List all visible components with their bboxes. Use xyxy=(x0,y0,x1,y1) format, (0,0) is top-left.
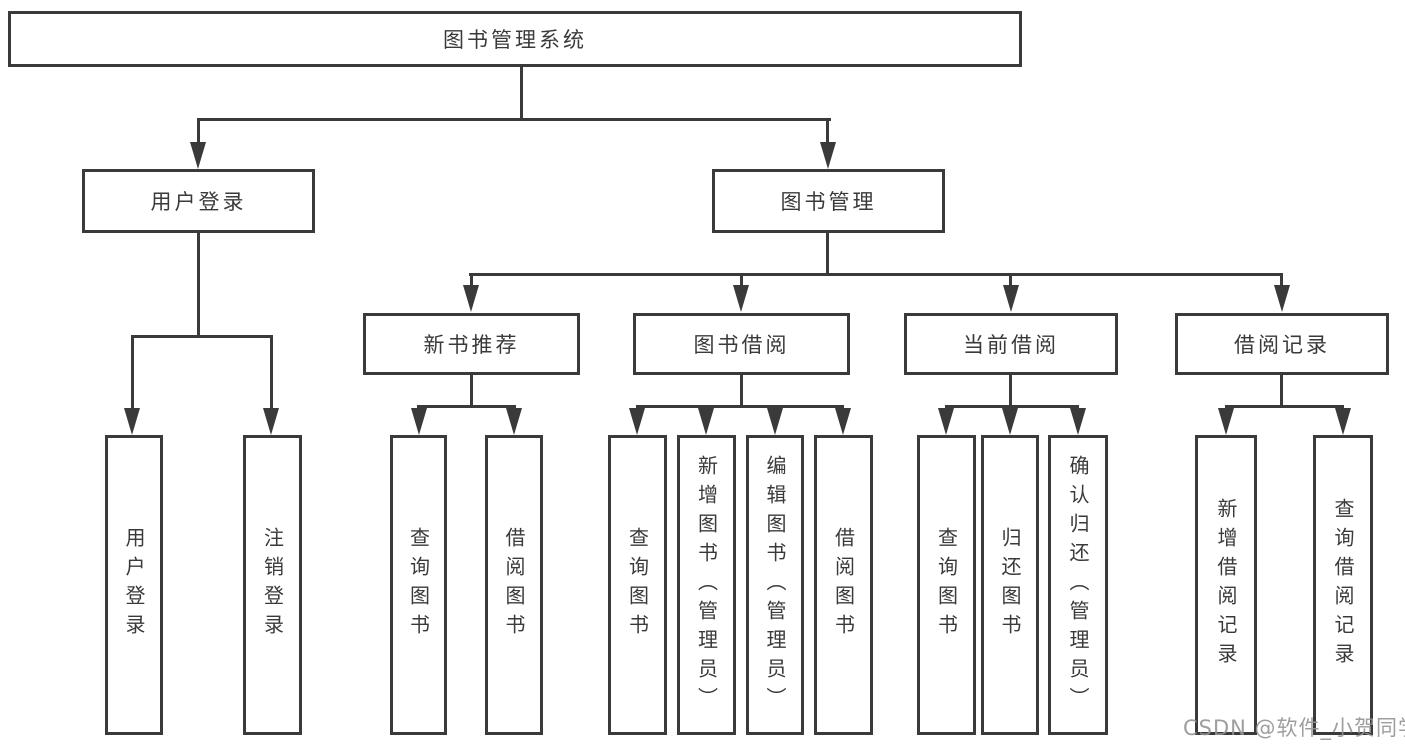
node-user-login-label: 用户登录 xyxy=(150,190,247,214)
leaf-user-login: 用户登录 xyxy=(105,435,163,735)
node-root: 图书管理系统 xyxy=(8,11,1022,67)
watermark: CSDN @软件_小贺同学 xyxy=(1183,716,1405,740)
connector xyxy=(469,273,1283,276)
arrowhead-icon xyxy=(767,408,783,435)
arrowhead-icon xyxy=(629,408,645,435)
leaf-label: 查询图书 xyxy=(934,527,959,643)
arrowhead-icon xyxy=(1335,408,1351,435)
arrowhead-icon xyxy=(1002,408,1018,435)
leaf-label: 归还图书 xyxy=(998,527,1022,643)
leaf-add-book-admin: 新增图书（管理员） xyxy=(677,435,736,735)
connector xyxy=(197,118,200,144)
connector xyxy=(1009,375,1012,405)
leaf-edit-book-admin: 编辑图书（管理员） xyxy=(746,435,804,735)
leaf-label: 注销登录 xyxy=(260,527,285,643)
node-current-borrow: 当前借阅 xyxy=(904,313,1118,375)
connector xyxy=(270,335,273,410)
node-borrow-record-label: 借阅记录 xyxy=(1234,333,1330,357)
node-new-book-recommend: 新书推荐 xyxy=(363,313,580,375)
arrowhead-icon xyxy=(463,285,479,312)
arrowhead-icon xyxy=(1218,408,1234,435)
connector xyxy=(1009,273,1012,287)
arrowhead-icon xyxy=(1070,408,1086,435)
node-borrow-record: 借阅记录 xyxy=(1175,313,1389,375)
leaf-confirm-return-admin: 确认归还（管理员） xyxy=(1048,435,1108,735)
leaf-label: 编辑图书（管理员） xyxy=(763,454,787,716)
node-root-label: 图书管理系统 xyxy=(443,28,587,52)
connector xyxy=(417,405,516,408)
leaf-label: 新增图书（管理员） xyxy=(694,454,719,716)
leaf-label: 新增借阅记录 xyxy=(1214,498,1238,672)
arrowhead-icon xyxy=(506,408,522,435)
connector xyxy=(636,405,844,408)
connector xyxy=(470,273,473,287)
connector xyxy=(826,233,829,273)
leaf-logout: 注销登录 xyxy=(243,435,302,735)
node-book-borrow: 图书借阅 xyxy=(633,313,850,375)
leaf-return-book: 归还图书 xyxy=(981,435,1039,735)
node-current-borrow-label: 当前借阅 xyxy=(963,333,1059,357)
arrowhead-icon xyxy=(938,408,954,435)
leaf-label: 用户登录 xyxy=(122,527,146,643)
leaf-label: 查询图书 xyxy=(406,527,431,643)
arrowhead-icon xyxy=(1003,285,1019,312)
connector xyxy=(131,335,273,338)
leaf-label: 查询图书 xyxy=(625,527,650,643)
connector xyxy=(945,405,1079,408)
connector xyxy=(470,375,473,405)
connector xyxy=(197,118,831,121)
connector xyxy=(826,118,829,144)
leaf-borrow-book-2: 借阅图书 xyxy=(814,435,873,735)
leaf-label: 查询借阅记录 xyxy=(1331,498,1355,672)
leaf-borrow-book-1: 借阅图书 xyxy=(485,435,543,735)
arrowhead-icon xyxy=(190,142,206,169)
node-book-borrow-label: 图书借阅 xyxy=(693,333,790,357)
connector xyxy=(197,233,200,335)
connector xyxy=(740,273,743,287)
node-new-book-recommend-label: 新书推荐 xyxy=(423,333,520,357)
leaf-label: 借阅图书 xyxy=(502,527,526,643)
arrowhead-icon xyxy=(733,285,749,312)
leaf-label: 借阅图书 xyxy=(831,527,856,643)
arrowhead-icon xyxy=(263,408,279,435)
arrowhead-icon xyxy=(124,408,140,435)
connector xyxy=(131,335,134,410)
connector xyxy=(1225,405,1344,408)
leaf-add-borrow-record: 新增借阅记录 xyxy=(1195,435,1257,735)
connector xyxy=(520,67,523,118)
node-book-management-label: 图书管理 xyxy=(780,190,877,214)
arrowhead-icon xyxy=(698,408,714,435)
leaf-query-borrow-record: 查询借阅记录 xyxy=(1313,435,1373,735)
connector xyxy=(1280,273,1283,287)
connector xyxy=(740,375,743,405)
leaf-query-book-1: 查询图书 xyxy=(390,435,447,735)
leaf-query-book-2: 查询图书 xyxy=(608,435,667,735)
arrowhead-icon xyxy=(835,408,851,435)
leaf-query-book-3: 查询图书 xyxy=(917,435,976,735)
node-user-login: 用户登录 xyxy=(82,169,315,233)
arrowhead-icon xyxy=(820,142,836,169)
node-book-management: 图书管理 xyxy=(712,169,945,233)
arrowhead-icon xyxy=(411,408,427,435)
connector xyxy=(1280,375,1283,405)
arrowhead-icon xyxy=(1274,285,1290,312)
leaf-label: 确认归还（管理员） xyxy=(1066,454,1090,716)
